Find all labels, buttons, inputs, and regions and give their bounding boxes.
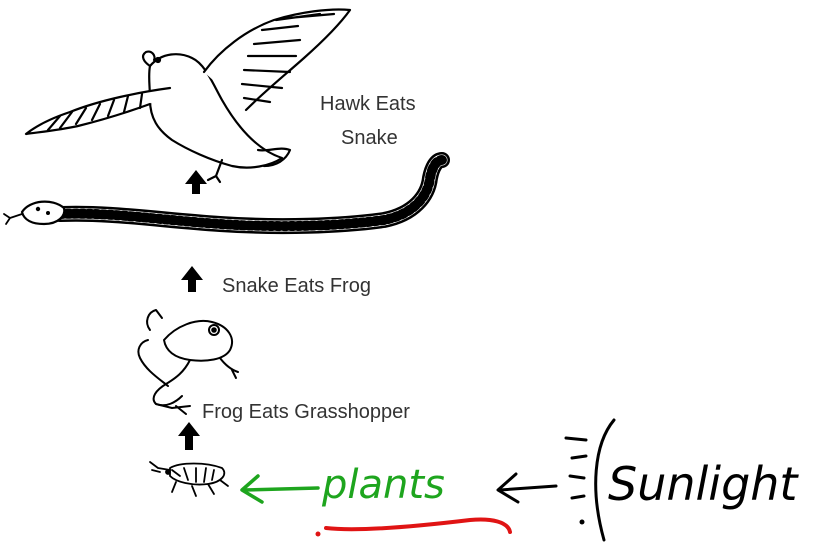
hawk-icon: [26, 9, 350, 182]
snake-icon: [4, 160, 442, 226]
plants-annotation: plants: [321, 462, 445, 508]
grasshopper-icon: [150, 462, 228, 496]
frog-caption: Frog Eats Grasshopper: [202, 401, 410, 423]
sun-icon: [566, 420, 614, 540]
snake-caption: Snake Eats Frog: [222, 275, 371, 297]
frog-icon: [138, 310, 238, 414]
sunlight-annotation: Sunlight: [608, 457, 799, 511]
hawk-caption-line2: Snake: [341, 127, 398, 149]
left-arrow-icon: [242, 476, 318, 502]
plants-underline: [316, 520, 511, 537]
up-arrow-icon: [185, 170, 207, 194]
hawk-caption-line1: Hawk Eats: [320, 93, 416, 115]
up-arrow-icon: [178, 422, 200, 450]
up-arrow-icon: [181, 266, 203, 292]
left-arrow-icon: [498, 474, 556, 502]
